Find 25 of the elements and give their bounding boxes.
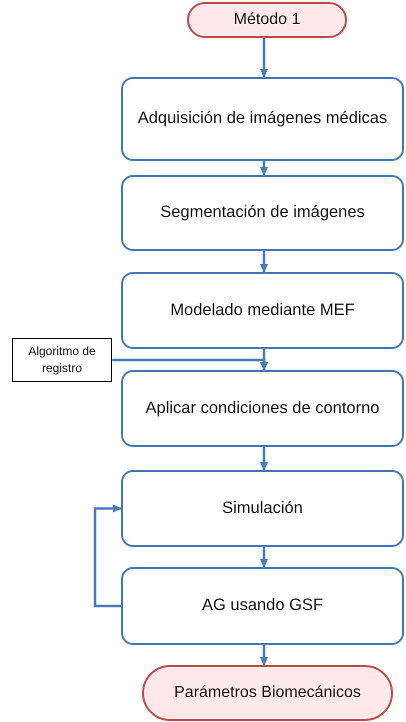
arrow bbox=[260, 161, 268, 176]
node-text: Simulación bbox=[222, 498, 303, 519]
node-text: Adquisición de imágenes médicas bbox=[138, 108, 388, 130]
process-box bbox=[121, 470, 404, 547]
arrow bbox=[260, 38, 268, 78]
arrow bbox=[260, 547, 268, 568]
process-box bbox=[121, 567, 404, 645]
node-text: Aplicar condiciones de contorno bbox=[146, 398, 380, 419]
node-text: Modelado mediante MEF bbox=[170, 300, 355, 321]
arrow bbox=[112, 358, 268, 371]
start-terminal bbox=[187, 2, 347, 38]
node-text: Método 1 bbox=[234, 10, 300, 30]
process-box bbox=[121, 77, 404, 161]
process-box bbox=[121, 175, 404, 251]
arrow bbox=[260, 447, 268, 471]
node-text: Segmentación de imágenes bbox=[160, 202, 365, 224]
process-box bbox=[121, 272, 404, 349]
process-box bbox=[121, 370, 404, 447]
node-text: Parámetros Biomecánicos bbox=[174, 682, 361, 703]
input-box bbox=[12, 338, 112, 382]
node-text: AG usando GSF bbox=[202, 595, 324, 616]
arrow bbox=[94, 504, 122, 608]
node-text: Algoritmo de registro bbox=[27, 343, 97, 377]
arrow bbox=[260, 645, 268, 666]
arrow bbox=[260, 251, 268, 273]
